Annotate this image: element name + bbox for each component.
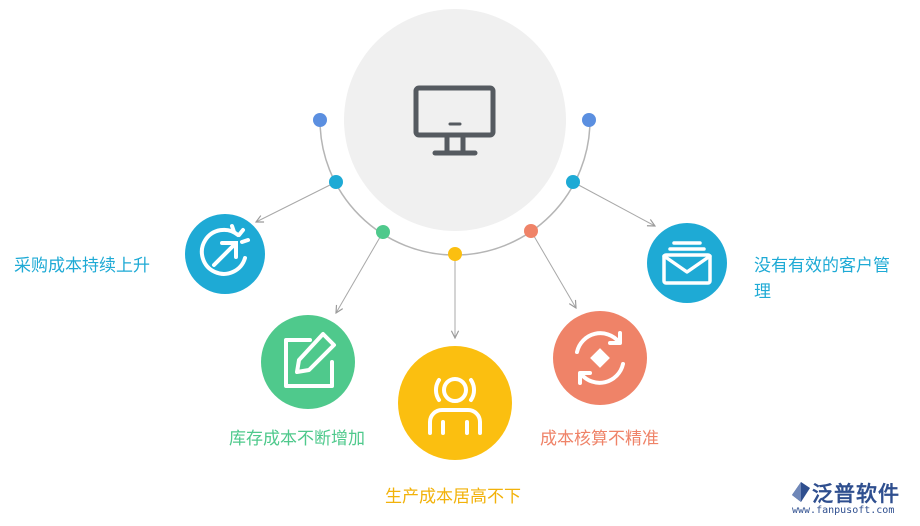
label-purchase: 采购成本持续上升 [14, 256, 150, 276]
arrow-inventory [336, 231, 384, 313]
arrow-customer [572, 181, 655, 226]
refresh-icon [575, 331, 625, 385]
accounting-node [553, 311, 647, 405]
label-production: 生产成本居高不下 [385, 487, 521, 507]
arrow-accounting [530, 230, 576, 308]
dot-customer [566, 175, 580, 189]
monitor-icon [413, 85, 496, 156]
dot-production [448, 247, 462, 261]
person-icon [428, 377, 482, 435]
brand-logo-icon [792, 482, 810, 502]
dot-top-right [582, 113, 596, 127]
inventory-node [261, 315, 355, 409]
customer-node [647, 223, 727, 303]
brand-logo-title: 泛普软件 [812, 482, 900, 506]
arrow-purchase [256, 181, 337, 222]
purchase-node [185, 214, 265, 294]
label-inventory: 库存成本不断增加 [229, 429, 365, 449]
dot-purchase [329, 175, 343, 189]
edit-icon [284, 332, 336, 388]
label-customer: 没有有效的客户管理 [754, 256, 890, 302]
gauge-arrow-icon [199, 224, 250, 276]
brand-logo-url: www.fanpusoft.com [792, 505, 895, 516]
brand-logo: 泛普软件 www.fanpusoft.com [790, 478, 915, 522]
dot-accounting [524, 224, 538, 238]
center-circle [344, 9, 566, 231]
dot-inventory [376, 225, 390, 239]
label-accounting: 成本核算不精准 [540, 429, 659, 449]
production-node [398, 346, 512, 460]
dot-top-left [313, 113, 327, 127]
mail-icon [662, 241, 712, 285]
